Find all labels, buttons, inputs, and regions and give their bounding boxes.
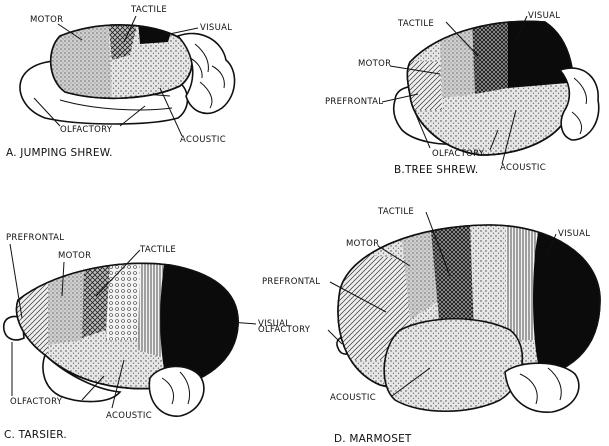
b-label-visual: VISUAL	[528, 11, 560, 21]
c-circles-region	[106, 258, 140, 340]
a-label-motor: MOTOR	[30, 15, 63, 25]
c-label-tactile: TACTILE	[139, 245, 176, 255]
a-label-acoustic: ACOUSTIC	[180, 135, 226, 145]
d-acoustic-region	[384, 319, 522, 412]
d-label-tactile: TACTILE	[377, 207, 414, 217]
c-label-olfactory: OLFACTORY	[10, 397, 63, 407]
panel-d-marmoset: TACTILE VISUAL MOTOR PREFRONTAL OLFACTOR…	[258, 207, 609, 445]
panel-b-tree-shrew: TACTILE VISUAL MOTOR PREFRONTAL OLFACTOR…	[325, 11, 599, 176]
d-label-visual: VISUAL	[558, 229, 590, 239]
a-label-olfactory: OLFACTORY	[60, 125, 113, 135]
panel-a-jumping-shrew: MOTOR TACTILE VISUAL OLFACTORY ACOUSTIC …	[6, 5, 235, 159]
a-caption: A. JUMPING SHREW.	[6, 147, 113, 159]
b-caption: B.TREE SHREW.	[394, 164, 478, 176]
b-label-motor: MOTOR	[358, 59, 391, 69]
d-caption: D. MARMOSET	[334, 433, 412, 445]
c-label-prefrontal: PREFRONTAL	[6, 233, 64, 243]
b-label-tactile: TACTILE	[397, 19, 434, 29]
c-label-acoustic: ACOUSTIC	[106, 411, 152, 421]
d-label-olfactory: OLFACTORY	[258, 325, 311, 335]
c-motor-region	[48, 270, 84, 345]
b-label-olfactory: OLFACTORY	[432, 149, 485, 159]
c-label-motor: MOTOR	[58, 251, 91, 261]
c-caption: C. TARSIER.	[4, 429, 67, 441]
b-label-prefrontal: PREFRONTAL	[325, 97, 383, 107]
a-label-tactile: TACTILE	[130, 5, 167, 15]
b-motor-region	[440, 26, 475, 98]
d-cerebellum	[505, 363, 579, 412]
a-label-visual: VISUAL	[200, 23, 232, 33]
d-label-prefrontal: PREFRONTAL	[262, 277, 320, 287]
c-cerebellum	[149, 366, 204, 416]
panel-c-tarsier: PREFRONTAL MOTOR TACTILE VISUAL OLFACTOR…	[4, 233, 291, 441]
d-label-acoustic: ACOUSTIC	[330, 393, 376, 403]
b-label-acoustic: ACOUSTIC	[500, 163, 546, 173]
d-label-motor: MOTOR	[346, 239, 379, 249]
c-tactile-region	[82, 262, 110, 338]
